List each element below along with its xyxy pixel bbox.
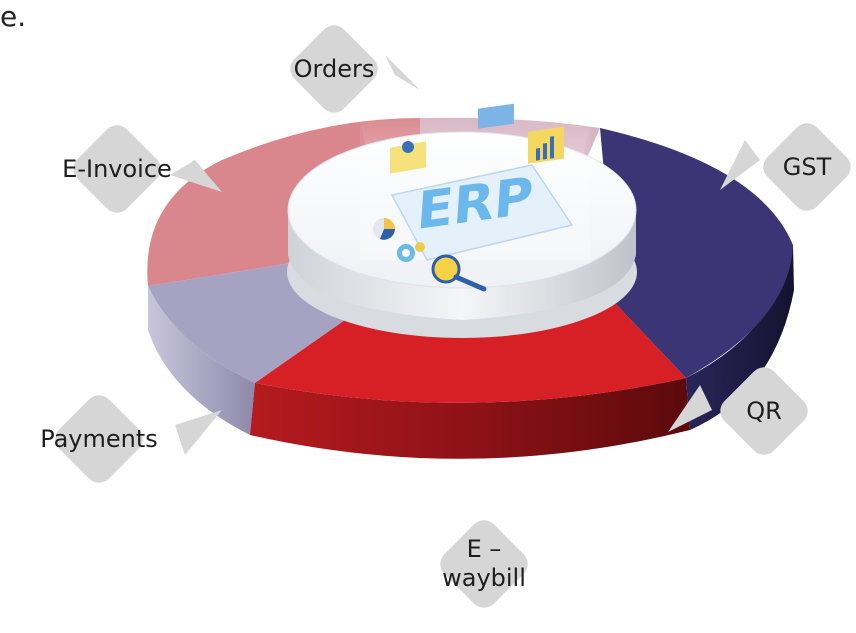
donut-chart-small [402,141,414,153]
label-e-invoice: E-Invoice [62,154,172,183]
callout-tail-orders [385,55,420,90]
callout-tail-e-invoice [170,160,222,192]
label-qr: QR [746,396,782,425]
callout-tail-gst [720,140,760,190]
ring-side-lavender [148,286,255,435]
chart-card-left [390,141,426,174]
ring-side-red [250,378,690,459]
ring-side-navy [686,245,794,430]
callout-payments: Payments [40,380,158,498]
label-orders: Orders [293,54,375,83]
label-e-waybill-line1: E – [466,535,502,564]
callout-orders: Orders [275,10,393,128]
cropped-text-fragment: e. [0,0,27,33]
label-payments: Payments [40,424,158,453]
callout-e-waybill: E – waybill [425,505,543,623]
segment-gst [600,128,793,378]
chart-card-top [478,103,514,129]
callout-e-invoice: E-Invoice [58,110,176,228]
label-gst: GST [782,152,832,181]
callout-gst: GST [748,108,856,226]
gear-icon-small [415,242,425,252]
callout-tail-qr [668,385,712,432]
callout-qr: QR [705,352,823,470]
magnifier-icon [431,254,461,284]
callout-tail-payments [175,410,222,455]
label-e-waybill-line2: waybill [442,564,526,592]
erp-platform [390,164,574,261]
